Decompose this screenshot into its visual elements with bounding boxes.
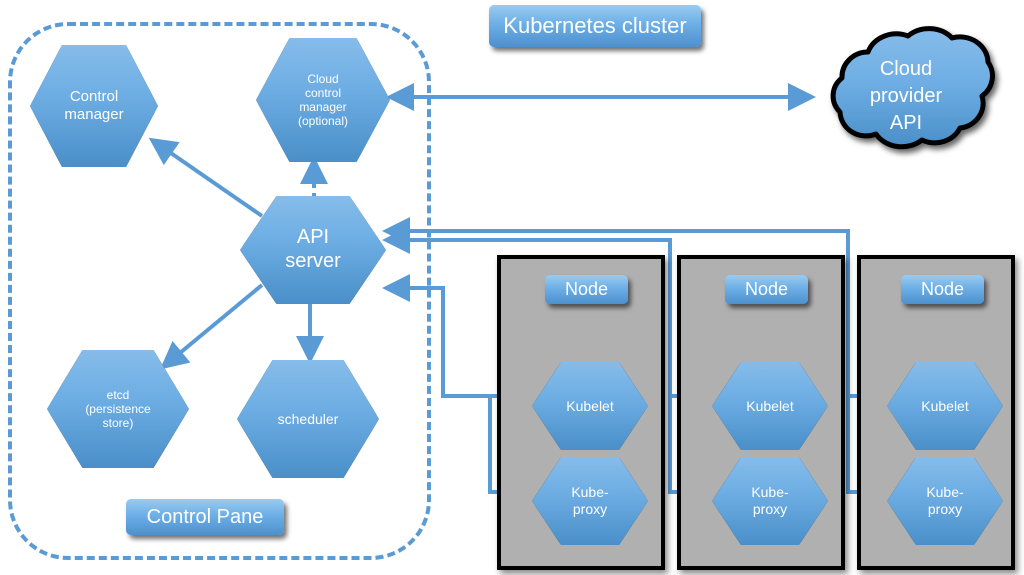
node-2-kubelet-label: Kubelet [746,397,794,414]
node-3-title-badge: Node [901,275,984,304]
node-2-title-text: Node [744,279,789,299]
scheduler-label: scheduler [277,410,339,427]
node-3-title-text: Node [920,279,965,299]
node-3-kubelet-label: Kubelet [921,397,969,414]
api-server-hexagon: API server [240,196,386,304]
cloud-control-manager-hexagon: Cloud control manager (optional) [256,38,390,162]
scheduler-node[interactable]: scheduler [237,360,379,478]
cloud-control-manager-node[interactable]: Cloud control manager (optional) [256,38,390,162]
cloud-shape [830,26,995,150]
node-3-kube-proxy-label: Kube- proxy [926,484,964,517]
node-1-kubelet[interactable]: Kubelet [532,362,648,450]
node-1-kube-proxy[interactable]: Kube- proxy [532,457,648,545]
node-panel-2[interactable]: Node Kubelet Kube- proxy [677,255,845,570]
node-3-kube-proxy-hexagon: Kube- proxy [887,457,1003,545]
control-manager-node[interactable]: Control manager [30,45,158,167]
edge-api-to-etcd [159,283,264,370]
cloud-control-manager-label: Cloud control manager (optional) [297,71,349,129]
node-1-kubelet-label: Kubelet [566,397,614,414]
control-plane-boundary [8,22,431,560]
node-2-kubelet[interactable]: Kubelet [712,362,828,450]
node-1-title-text: Node [564,279,609,299]
node-panel-3[interactable]: Node Kubelet Kube- proxy [857,255,1015,570]
node-2-kube-proxy-hexagon: Kube- proxy [712,457,828,545]
cloud-provider-api-label: Cloud provider API [869,57,943,134]
scheduler-hexagon: scheduler [237,360,379,478]
cluster-title-text: Kubernetes cluster [503,13,687,38]
control-manager-label: Control manager [64,88,124,123]
node-2-kubelet-hexagon: Kubelet [712,362,828,450]
node-3-kubelet-hexagon: Kubelet [887,362,1003,450]
control-plane-label-text: Control Pane [146,505,264,528]
node-2-kube-proxy-label: Kube- proxy [751,484,789,517]
control-plane-label-badge: Control Pane [126,499,284,535]
node-2-title-badge: Node [725,275,808,304]
node-1-kube-proxy-hexagon: Kube- proxy [532,457,648,545]
node-3-kubelet[interactable]: Kubelet [887,362,1003,450]
edge-api-to-control-manager [148,137,264,218]
node-1-kubelet-hexagon: Kubelet [532,362,648,450]
node-1-kube-proxy-label: Kube- proxy [571,484,609,517]
node-2-kube-proxy[interactable]: Kube- proxy [712,457,828,545]
cloud-provider-api-node[interactable]: Cloud provider API [806,22,1006,170]
node-1-title-badge: Node [545,275,628,304]
api-server-node[interactable]: API server [240,196,386,304]
control-manager-hexagon: Control manager [30,45,158,167]
etcd-node[interactable]: etcd (persistence store) [47,350,189,468]
cluster-title-badge: Kubernetes cluster [489,5,701,47]
etcd-label: etcd (persistence store) [85,387,151,431]
node-panel-1[interactable]: Node Kubelet Kube- proxy [497,255,665,570]
etcd-hexagon: etcd (persistence store) [47,350,189,468]
api-server-label: API server [285,226,341,272]
node-3-kube-proxy[interactable]: Kube- proxy [887,457,1003,545]
